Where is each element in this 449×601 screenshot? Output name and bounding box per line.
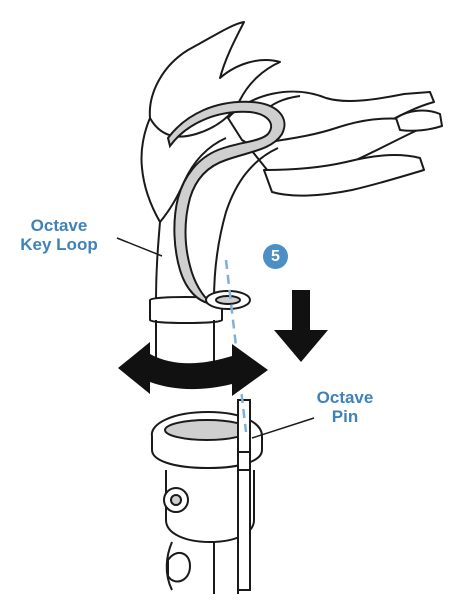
octave-pin-label-line2: Pin <box>300 407 390 426</box>
saxophone-neck <box>150 148 278 383</box>
step-number-badge: 5 <box>263 244 288 269</box>
loop-leader-line <box>117 238 162 256</box>
rotate-arrow-icon <box>118 342 268 396</box>
octave-key-loop-label-line1: Octave <box>1 216 117 235</box>
octave-pin-label-line1: Octave <box>300 388 390 407</box>
down-arrow-icon <box>274 290 328 362</box>
octave-key-loop-label: Octave Key Loop <box>1 216 117 254</box>
octave-pin-label: Octave Pin <box>300 388 390 426</box>
octave-pin <box>238 400 250 590</box>
octave-key-loop-label-line2: Key Loop <box>1 235 117 254</box>
